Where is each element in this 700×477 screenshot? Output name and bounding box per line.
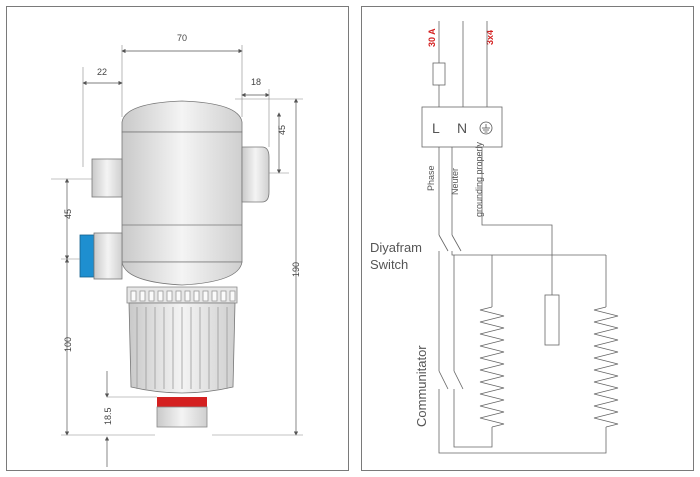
- housing-rib-top: [148, 290, 155, 302]
- coil-path: [593, 306, 619, 428]
- thermostat-rod: [544, 294, 560, 346]
- housing-rib-top: [211, 290, 218, 302]
- fuse-symbol: [432, 62, 446, 86]
- wire-phase-label: Phase: [426, 165, 436, 191]
- housing-rib-top: [130, 290, 137, 302]
- dim-outlet-height: 45: [277, 125, 287, 135]
- blue-connector-ring: [79, 234, 95, 278]
- housing-rib-top: [157, 290, 164, 302]
- dim-lower-height: 100: [63, 337, 73, 352]
- wiring-diagram-panel: 30 A 3x4 L N Phase Neuter grounding prop…: [361, 6, 694, 471]
- outlet-connector: [241, 146, 270, 203]
- fuse-rating-label: 30 A: [427, 28, 437, 47]
- technical-drawing-panel: 70 22 18 45 190 45 100 18.5: [6, 6, 349, 471]
- heater-coil-left: [479, 306, 505, 428]
- dim-inlet-offset: 22: [97, 67, 107, 77]
- housing-rib-top: [166, 290, 173, 302]
- wire-neuter-label: Neuter: [450, 168, 460, 195]
- housing-rib-top: [202, 290, 209, 302]
- red-cap: [157, 397, 207, 407]
- body-main: [121, 131, 243, 263]
- terminal-block: [421, 106, 503, 148]
- wiring-diagram: 30 A 3x4 L N Phase Neuter grounding prop…: [370, 21, 619, 454]
- ground-icon: [479, 121, 493, 135]
- cable-spec-label: 3x4: [485, 30, 495, 45]
- terminal-n: N: [457, 120, 467, 136]
- switch-label-line2: Switch: [370, 257, 408, 272]
- communicator-label: Communitator: [414, 345, 429, 427]
- housing-rib-top: [139, 290, 146, 302]
- housing-rib-top: [229, 290, 236, 302]
- dim-total-height: 190: [291, 262, 301, 277]
- heater-coil-right: [593, 306, 619, 428]
- housing-rib-top: [184, 290, 191, 302]
- dim-width-total: 70: [177, 33, 187, 43]
- housing-rib-top: [175, 290, 182, 302]
- switch-label-line1: Diyafram: [370, 240, 422, 255]
- dim-outlet-offset: 18: [251, 77, 261, 87]
- body-top: [121, 100, 243, 133]
- inlet-connector: [91, 158, 123, 198]
- housing-rib-top: [193, 290, 200, 302]
- housing-rib-top: [220, 290, 227, 302]
- heater-drawing: 70 22 18 45 190 45 100 18.5: [51, 33, 303, 467]
- coil-path: [479, 306, 505, 428]
- terminal-l: L: [432, 120, 440, 136]
- dim-base-height: 18.5: [103, 407, 113, 425]
- dim-inlet-height: 45: [63, 209, 73, 219]
- wire-ground-label: grounding properly: [474, 141, 484, 217]
